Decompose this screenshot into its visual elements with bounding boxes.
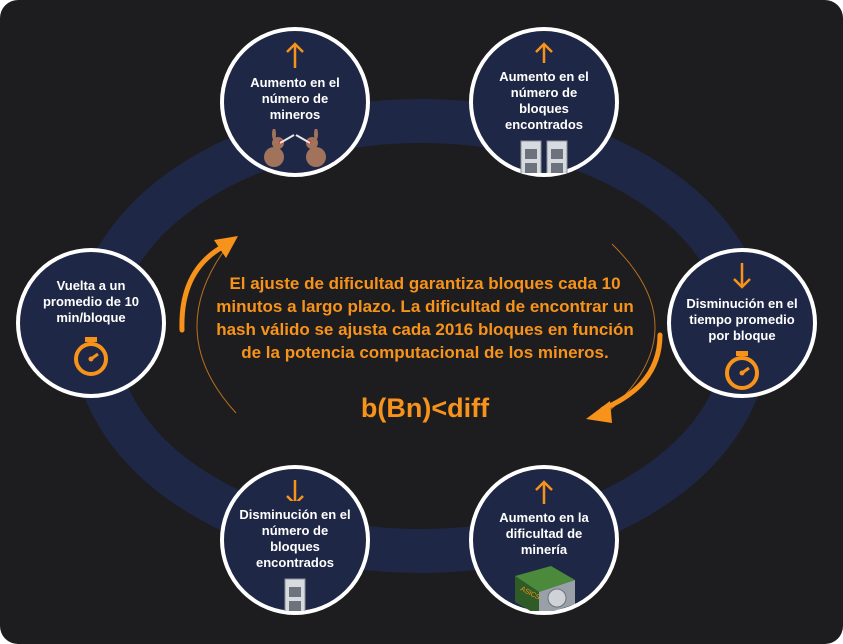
node-label: Disminución en el tiempo promedio por bl… — [686, 296, 798, 343]
difficulty-formula: b(Bn)<diff — [360, 393, 490, 423]
arrow-up-icon — [286, 42, 304, 68]
center-description: El ajuste de dificultad garantiza bloque… — [216, 274, 634, 362]
right-arrowhead — [586, 401, 612, 423]
left-arrowhead — [214, 236, 238, 258]
left-arc-thin — [196, 239, 237, 414]
node-label: Disminución en el número de bloques enco… — [239, 506, 351, 570]
arrow-up-icon — [535, 480, 553, 504]
servers-icon — [520, 140, 568, 173]
node-label: Vuelta a un promedio de 10 min/bloque — [42, 278, 140, 325]
node-miners-increase: Aumento en el número de mineros — [220, 27, 370, 177]
node-blocks-increase: Aumento en el número de bloques encontra… — [469, 27, 619, 177]
right-arc-arrow — [600, 332, 663, 412]
node-time-decrease: Disminución en el tiempo promedio por bl… — [667, 248, 817, 398]
arrow-down-icon — [286, 480, 304, 501]
node-blocks-decrease: Disminución en el número de bloques enco… — [220, 465, 370, 615]
server-icon — [284, 578, 306, 611]
stopwatch-icon — [74, 337, 108, 376]
left-arc-arrow — [179, 243, 227, 333]
asic-icon: ASICS — [515, 565, 575, 611]
arrow-up-icon — [535, 42, 553, 63]
right-arc-thin — [607, 243, 656, 413]
node-label: Aumento en la dificultad de minería — [499, 509, 589, 557]
miners-icon — [264, 129, 326, 167]
node-label: Aumento en el número de bloques encontra… — [499, 68, 589, 132]
node-return-average: Vuelta a un promedio de 10 min/bloque — [16, 248, 166, 398]
node-label: Aumento en el número de mineros — [250, 75, 340, 122]
node-difficulty-increase: Aumento en la dificultad de minería ASIC… — [469, 465, 619, 615]
arrow-down-icon — [733, 263, 751, 289]
stopwatch-icon — [725, 351, 759, 390]
